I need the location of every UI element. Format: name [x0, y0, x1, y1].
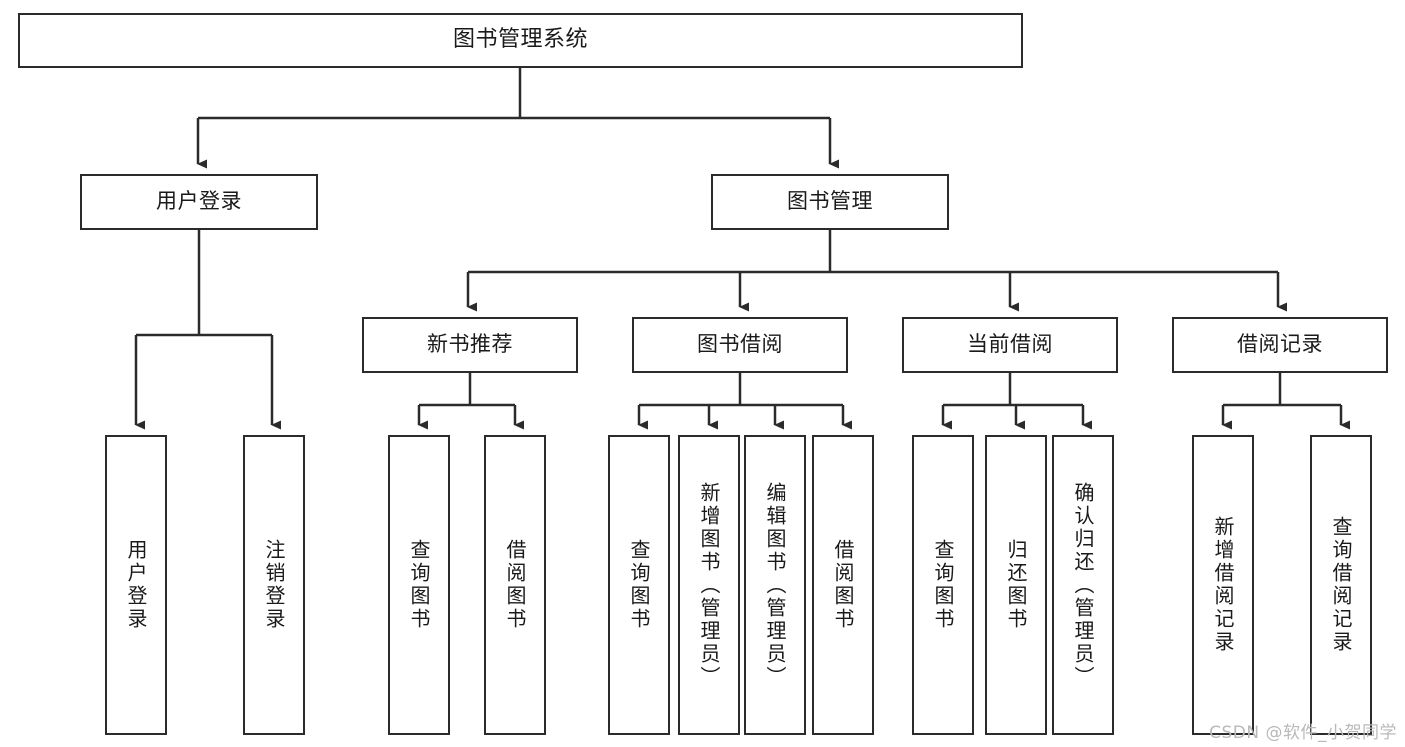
edges-bookmanage-to-level2 — [466, 230, 1287, 312]
node-leaf-return-book[interactable]: 归还图书 — [985, 435, 1047, 735]
node-current-borrow[interactable]: 当前借阅 — [902, 317, 1118, 373]
edges-borrowrecord-to-leaves — [1221, 373, 1350, 430]
node-user-login-label: 用户登录 — [156, 189, 242, 214]
node-leaf-query-book-2[interactable]: 查询图书 — [608, 435, 670, 735]
node-leaf-return-book-label: 归还图书 — [1004, 539, 1028, 631]
node-leaf-add-record[interactable]: 新增借阅记录 — [1192, 435, 1254, 735]
node-user-login[interactable]: 用户登录 — [80, 174, 318, 230]
node-leaf-user-login-label: 用户登录 — [124, 539, 148, 631]
node-leaf-borrow-book-1-label: 借阅图书 — [503, 539, 527, 631]
node-leaf-borrow-book-1[interactable]: 借阅图书 — [484, 435, 546, 735]
node-leaf-query-record-label: 查询借阅记录 — [1329, 516, 1353, 654]
node-leaf-confirm-return[interactable]: 确认归还（管理员） — [1052, 435, 1114, 735]
node-borrow-record[interactable]: 借阅记录 — [1172, 317, 1388, 373]
edges-root-to-level1 — [196, 68, 839, 169]
edges-currentborrow-to-leaves — [941, 373, 1092, 430]
node-root-label: 图书管理系统 — [452, 27, 588, 53]
node-new-book-recommend-label: 新书推荐 — [427, 332, 513, 357]
node-leaf-query-book-3[interactable]: 查询图书 — [912, 435, 974, 735]
watermark-text: CSDN @软件_小贺同学 — [1209, 723, 1397, 743]
node-book-borrow[interactable]: 图书借阅 — [632, 317, 848, 373]
node-book-borrow-label: 图书借阅 — [697, 332, 783, 357]
node-leaf-query-book-3-label: 查询图书 — [931, 539, 955, 631]
edges-userlogin-to-leaves — [134, 230, 281, 430]
node-book-manage[interactable]: 图书管理 — [711, 174, 949, 230]
node-root[interactable]: 图书管理系统 — [18, 13, 1023, 68]
node-leaf-borrow-book-2-label: 借阅图书 — [831, 539, 855, 631]
node-leaf-confirm-return-label: 确认归还（管理员） — [1071, 481, 1095, 689]
node-leaf-query-book-1-label: 查询图书 — [407, 539, 431, 631]
node-leaf-query-book-2-label: 查询图书 — [627, 539, 651, 631]
node-leaf-query-book-1[interactable]: 查询图书 — [388, 435, 450, 735]
node-leaf-add-record-label: 新增借阅记录 — [1211, 516, 1235, 654]
node-leaf-edit-book[interactable]: 编辑图书（管理员） — [744, 435, 806, 735]
node-leaf-borrow-book-2[interactable]: 借阅图书 — [812, 435, 874, 735]
edges-newbook-to-leaves — [417, 373, 524, 430]
node-leaf-query-record[interactable]: 查询借阅记录 — [1310, 435, 1372, 735]
node-leaf-add-book-label: 新增图书（管理员） — [697, 481, 721, 689]
edges-bookborrow-to-leaves — [637, 373, 852, 430]
node-leaf-edit-book-label: 编辑图书（管理员） — [763, 481, 787, 689]
node-leaf-user-login[interactable]: 用户登录 — [105, 435, 167, 735]
node-current-borrow-label: 当前借阅 — [967, 332, 1053, 357]
node-leaf-logout[interactable]: 注销登录 — [243, 435, 305, 735]
node-leaf-logout-label: 注销登录 — [262, 539, 286, 631]
node-new-book-recommend[interactable]: 新书推荐 — [362, 317, 578, 373]
node-book-manage-label: 图书管理 — [787, 189, 873, 214]
node-borrow-record-label: 借阅记录 — [1237, 332, 1323, 357]
node-leaf-add-book[interactable]: 新增图书（管理员） — [678, 435, 740, 735]
